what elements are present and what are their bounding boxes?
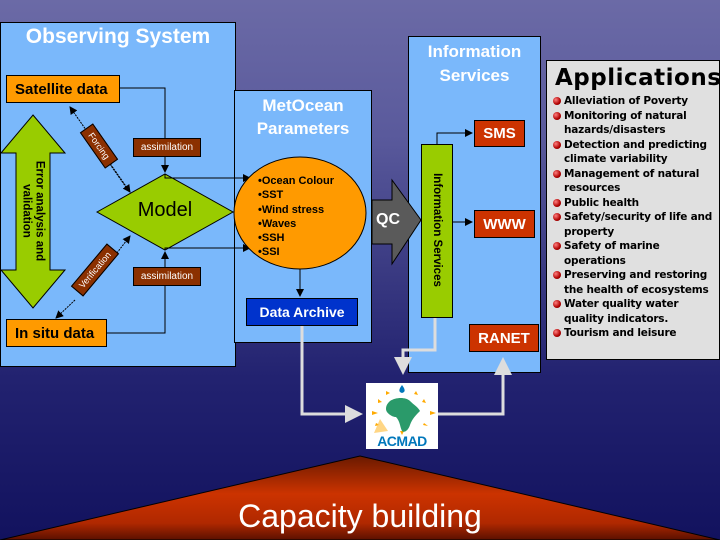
- bullet-icon: [553, 271, 561, 279]
- metocean-title-line2: Parameters: [256, 119, 350, 138]
- model-label: Model: [137, 199, 193, 221]
- assimilation-top-label: assimilation: [133, 138, 201, 157]
- error-analysis-label: Error analysis and validation: [20, 160, 46, 262]
- sms-box: SMS: [474, 120, 525, 147]
- acmad-logo-text: ACMAD: [377, 433, 427, 449]
- bullet-icon: [553, 97, 561, 105]
- qc-arrow: [371, 178, 422, 266]
- parameter-item: •Waves: [258, 217, 297, 230]
- information-services-bar: [421, 144, 453, 318]
- application-item: Water quality water quality indicators.: [553, 297, 719, 326]
- application-item: Monitoring of natural hazards/disasters: [553, 109, 719, 138]
- bullet-icon: [553, 329, 561, 337]
- applications-panel: Applications Alleviation of Poverty Moni…: [546, 60, 720, 360]
- parameter-item: •Ocean Colour: [258, 175, 334, 187]
- in-situ-data-box: In situ data: [6, 319, 107, 347]
- capacity-building-label: Capacity building: [238, 498, 482, 534]
- application-item: Management of natural resources: [553, 167, 719, 196]
- application-item: Alleviation of Poverty: [553, 94, 719, 109]
- application-item: Detection and predicting climate variabi…: [553, 138, 719, 167]
- application-item: Preserving and restoring the health of e…: [553, 268, 719, 297]
- parameter-item: •SST: [258, 189, 284, 202]
- assimilation-bottom-label: assimilation: [133, 267, 201, 286]
- application-item: Public health: [553, 196, 719, 211]
- metocean-parameter-list: •Ocean Colour •SST •Wind stress •Waves •…: [258, 174, 334, 260]
- application-item: Tourism and leisure: [553, 326, 719, 341]
- info-services-title-line2: Services: [439, 66, 510, 85]
- acmad-logo: ACMAD: [366, 383, 438, 449]
- parameter-item: •SSH: [258, 232, 285, 245]
- parameter-item: •SSI: [258, 246, 280, 259]
- parameter-item: •Wind stress: [258, 203, 325, 216]
- bullet-icon: [553, 300, 561, 308]
- application-item: Safety of marine operations: [553, 239, 719, 268]
- bullet-icon: [553, 198, 561, 207]
- error-analysis-double-arrow: [0, 114, 67, 309]
- bullet-icon: [553, 242, 561, 250]
- info-services-title-line1: Information: [427, 42, 522, 61]
- bullet-icon: [553, 140, 561, 149]
- ranet-box: RANET: [469, 324, 539, 352]
- qc-label: QC: [376, 211, 400, 228]
- metocean-title-line1: MetOcean: [262, 96, 344, 115]
- bullet-icon: [553, 169, 561, 178]
- data-archive-box: Data Archive: [246, 298, 358, 326]
- applications-title: Applications: [555, 65, 720, 91]
- application-item: Safety/security of life and property: [553, 210, 719, 239]
- bullet-icon: [553, 213, 561, 221]
- applications-list: Alleviation of Poverty Monitoring of nat…: [553, 94, 719, 341]
- africa-globe-icon: [372, 385, 436, 435]
- www-box: WWW: [474, 210, 535, 238]
- information-services-vertical-label: Information Services: [431, 173, 443, 287]
- observing-system-title: Observing System: [25, 25, 211, 48]
- satellite-data-box: Satellite data: [6, 75, 120, 103]
- bullet-icon: [553, 111, 561, 120]
